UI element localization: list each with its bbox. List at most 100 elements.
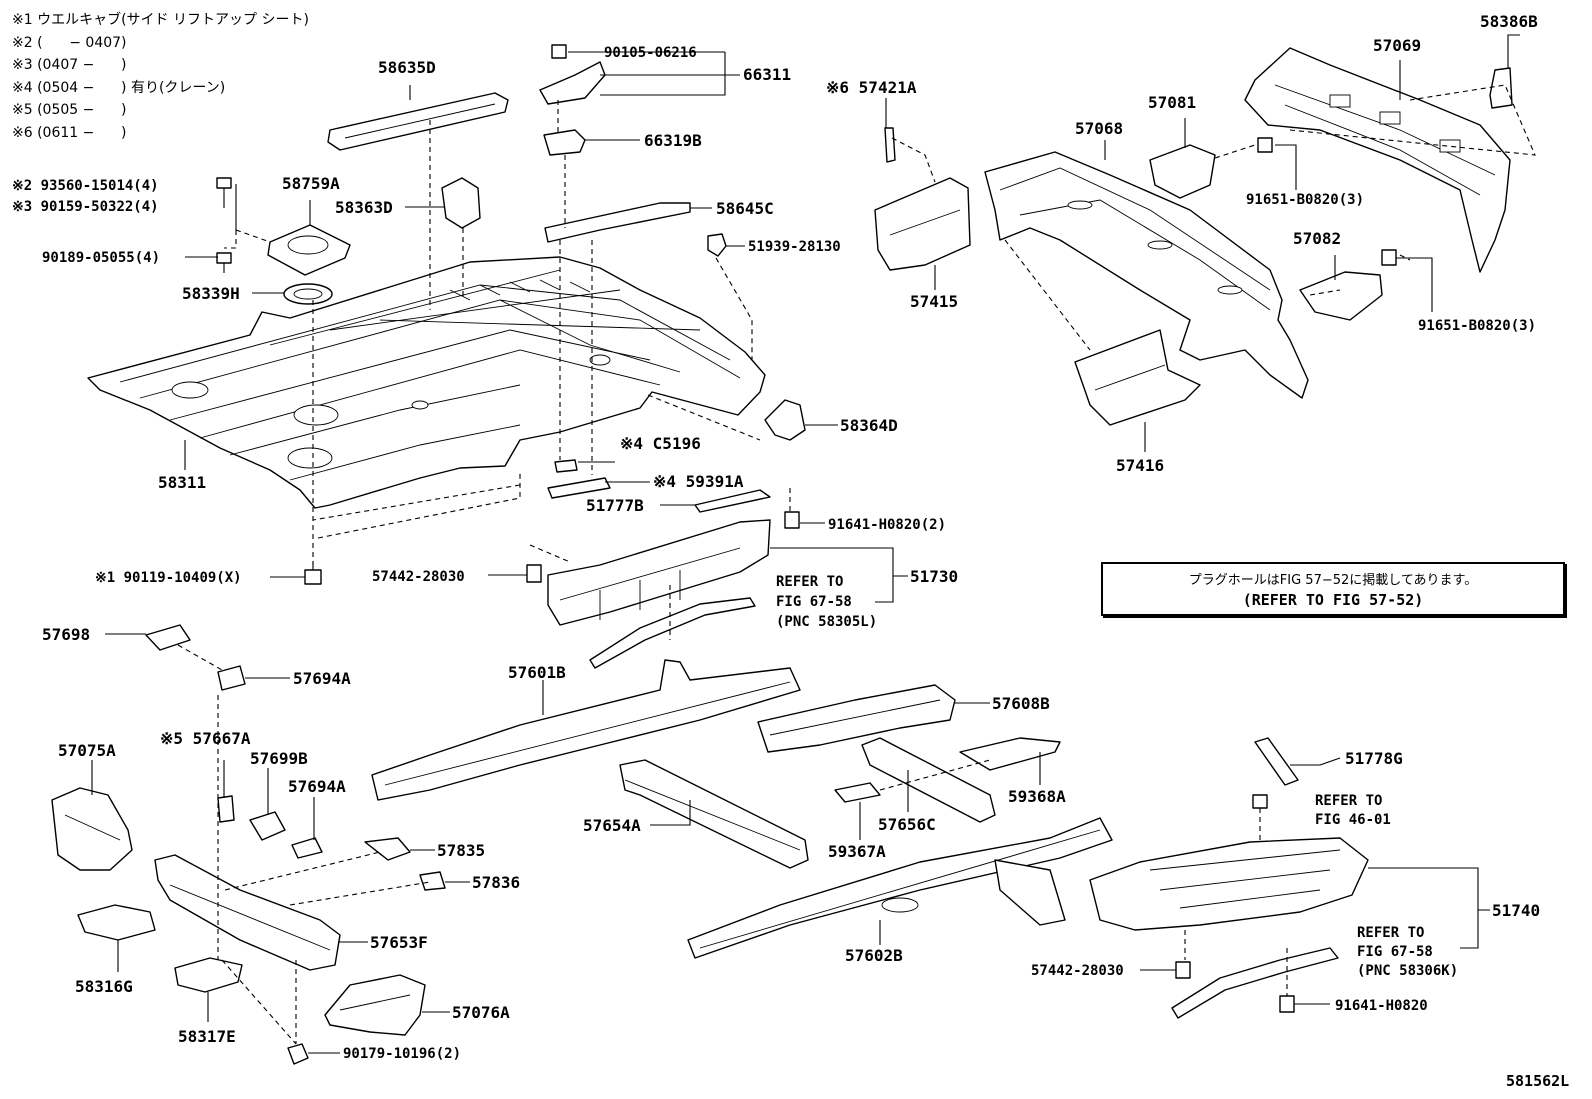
label-57081: 57081 (1148, 93, 1196, 112)
legend-line-3: ※3 (0407 − ) (12, 57, 127, 73)
label-57601B: 57601B (508, 663, 566, 682)
part-labels: 58635D 90105-06216 66311 66319B 58645C 5… (12, 12, 1540, 1062)
part-51730 (547, 519, 771, 626)
label-51778G: 51778G (1345, 749, 1403, 768)
label-57082: 57082 (1293, 229, 1341, 248)
label-91641a: 91641-H0820(2) (828, 517, 946, 533)
label-58645C: 58645C (716, 199, 774, 218)
legend: ※1 ウエルキャブ(サイド リフトアップ シート) ※2 ( − 0407) ※… (12, 9, 309, 144)
label-91651b: 91651-B0820(3) (1418, 318, 1536, 334)
part-57416 (1074, 329, 1201, 426)
part-57076A (324, 974, 426, 1036)
bolt-90119 (304, 562, 322, 585)
part-58645C (544, 202, 691, 243)
clip-90179 (287, 1043, 309, 1065)
label-refer2-line1: REFER TO (1315, 793, 1382, 809)
label-C5196: ※4 C5196 (620, 434, 701, 453)
label-57654A: 57654A (583, 816, 641, 835)
part-57415 (874, 177, 971, 271)
label-58635D: 58635D (378, 58, 436, 77)
label-90119: ※1 90119-10409(X) (95, 570, 242, 586)
label-51777B: 51777B (586, 496, 644, 515)
label-51730: 51730 (910, 567, 958, 586)
bolt-57442b (1175, 961, 1191, 979)
bolt-91651a (1257, 137, 1273, 153)
label-57608B: 57608B (992, 694, 1050, 713)
part-57081 (1149, 144, 1216, 199)
legend-line-5: ※5 (0505 − ) (12, 102, 127, 118)
part-58317E (174, 957, 243, 993)
part-59391A (547, 477, 611, 499)
part-58316G (77, 904, 156, 941)
label-refer3-line3: (PNC 58306K) (1357, 963, 1458, 979)
label-57667A: ※5 57667A (160, 729, 251, 748)
part-57653F (154, 854, 341, 971)
label-58364D: 58364D (840, 416, 898, 435)
label-57836: 57836 (472, 873, 520, 892)
label-57069: 57069 (1373, 36, 1421, 55)
label-57068: 57068 (1075, 119, 1123, 138)
label-refer1-line1: REFER TO (776, 574, 843, 590)
label-51939: 51939-28130 (748, 239, 841, 255)
part-57075A (51, 787, 133, 871)
label-58386B: 58386B (1480, 12, 1538, 31)
part-58363D (441, 177, 481, 229)
label-90189: 90189-05055(4) (42, 250, 160, 266)
label-57656C: 57656C (878, 815, 936, 834)
label-58311: 58311 (158, 473, 206, 492)
label-57415: 57415 (910, 292, 958, 311)
notice-box: プラグホールはFIG 57−52に掲載してあります。 (REFER TO FIG… (1101, 562, 1565, 616)
part-57835 (364, 837, 411, 861)
label-57421A: ※6 57421A (826, 78, 917, 97)
notice-japanese: プラグホールはFIG 57−52に掲載してあります。 (1188, 573, 1478, 588)
legend-line-4: ※4 (0504 − ) 有り(クレーン) (12, 79, 226, 96)
label-58317E: 58317E (178, 1027, 236, 1046)
part-57836 (419, 871, 446, 891)
bolt-90105 (551, 44, 567, 59)
part-59367A (834, 782, 881, 803)
bolt-91651b (1381, 249, 1397, 266)
part-58364D (764, 399, 806, 441)
label-58363D: 58363D (335, 198, 393, 217)
bolt-90189 (216, 252, 232, 273)
label-57835: 57835 (437, 841, 485, 860)
label-93560: ※2 93560-15014(4) (12, 178, 159, 194)
part-57602B (687, 817, 1113, 959)
bolt-91641b (1279, 995, 1295, 1013)
label-refer2-line2: FIG 46-01 (1315, 812, 1391, 828)
label-57653F: 57653F (370, 933, 428, 952)
part-51778G (1254, 737, 1299, 786)
notice-english: (REFER TO FIG 57-52) (1242, 591, 1424, 609)
part-58635D (327, 92, 509, 151)
label-58759A: 58759A (282, 174, 340, 193)
label-refer3-line2: FIG 67-58 (1357, 944, 1433, 960)
legend-line-2: ※2 ( − 0407) (12, 34, 127, 51)
part-59368A (959, 737, 1061, 771)
label-57698: 57698 (42, 625, 90, 644)
part-57608B (757, 684, 956, 753)
clip-51939 (707, 233, 727, 257)
legend-line-1: ※1 ウエルキャブ(サイド リフトアップ シート) (12, 12, 309, 28)
label-58316G: 58316G (75, 977, 133, 996)
part-C5196 (554, 459, 578, 473)
label-57076A: 57076A (452, 1003, 510, 1022)
legend-line-6: ※6 (0611 − ) (12, 124, 127, 141)
label-refer1-line2: FIG 67-58 (776, 594, 852, 610)
part-66311 (539, 61, 606, 105)
part-57694A-upper (217, 665, 246, 691)
label-57416: 57416 (1116, 456, 1164, 475)
label-57442b: 57442-28030 (1031, 963, 1124, 979)
part-57654A (619, 759, 809, 869)
part-57082 (1299, 271, 1383, 321)
label-57694A-upper: 57694A (293, 669, 351, 688)
label-90179: 90179-10196(2) (343, 1046, 461, 1062)
floor-pan-58311 (87, 256, 766, 509)
label-66319B: 66319B (644, 131, 702, 150)
label-59368A: 59368A (1008, 787, 1066, 806)
label-refer3-line1: REFER TO (1357, 925, 1424, 941)
label-57602B: 57602B (845, 946, 903, 965)
part-57421A (884, 127, 896, 163)
part-58386B (1489, 67, 1513, 109)
bolt-57442a (526, 564, 542, 583)
label-refer1-line3: (PNC 58305L) (776, 614, 877, 630)
